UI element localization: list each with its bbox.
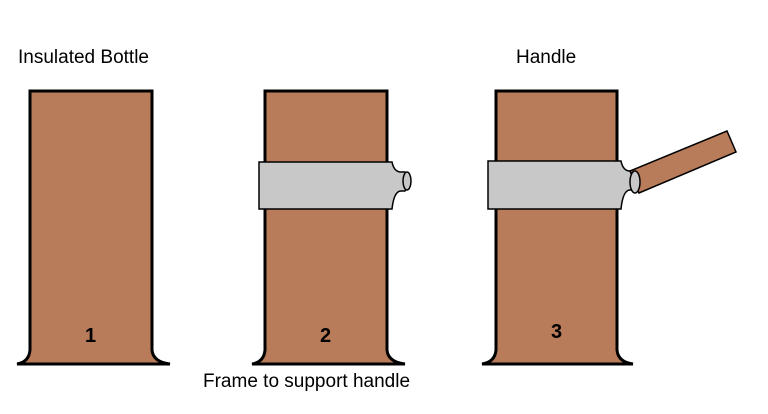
step-number-2: 2 [320,325,331,347]
frame-handle-socket-2 [402,171,412,191]
step-number-1: 1 [85,325,96,347]
bottle-2 [251,89,406,366]
frame-label: Frame to support handle [203,371,410,392]
bottle-1 [16,89,171,366]
bottle-step-3: 3 [481,89,737,366]
bottle-step-2: 2 [251,89,412,366]
handle-bar [629,130,737,194]
frame-band-2 [258,161,409,210]
handle-label: Handle [516,47,576,68]
bottle-step-1: 1 [16,89,171,366]
bottle-3 [481,89,634,366]
frame-band-3 [487,160,638,210]
handle-end-cap [629,170,641,194]
insulated-bottle-label: Insulated Bottle [18,47,149,68]
step-number-3: 3 [551,321,562,343]
